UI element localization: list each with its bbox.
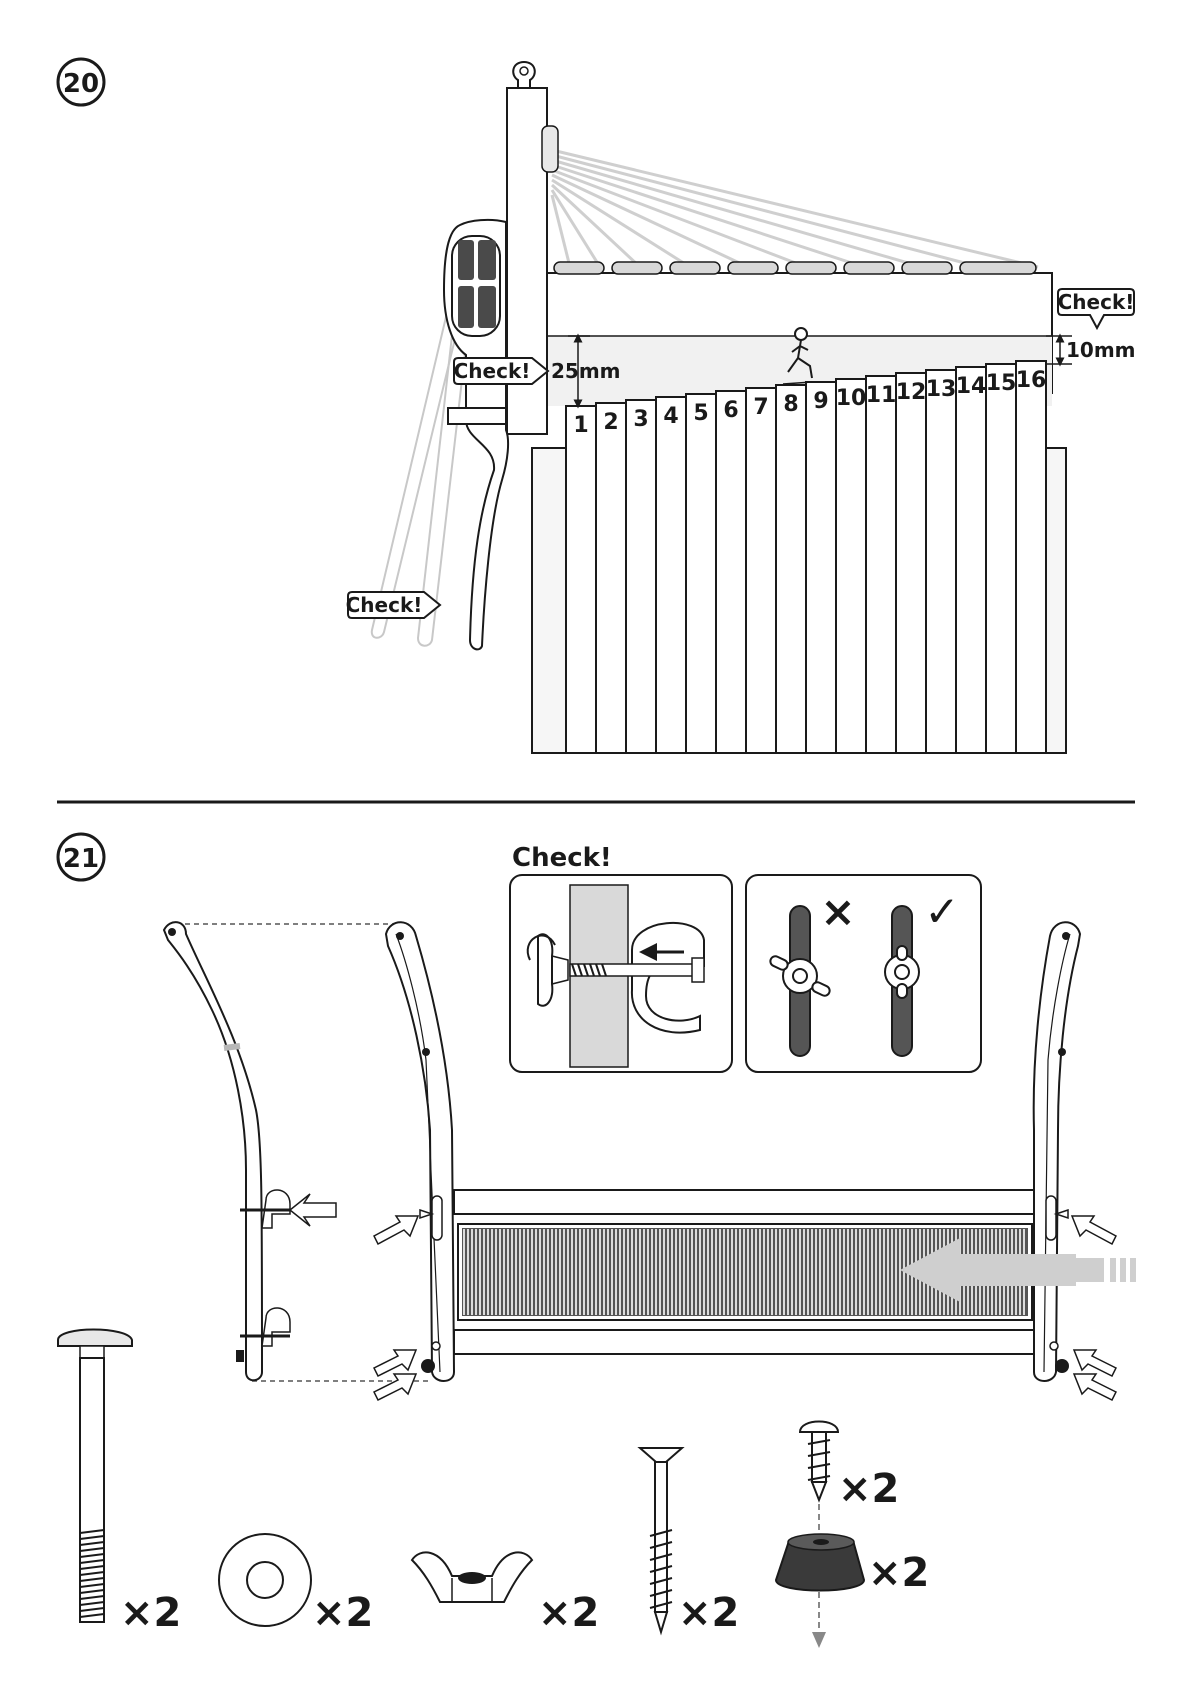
svg-text:Check!: Check! — [1058, 290, 1135, 314]
check-callout-top-right: Check! — [1058, 289, 1135, 328]
svg-text:Check!: Check! — [454, 359, 531, 383]
slat-number: 11 — [866, 383, 897, 408]
part-quantity: ×2 — [120, 1590, 181, 1636]
slat-number: 15 — [986, 371, 1017, 396]
slat-number: 1 — [573, 413, 588, 438]
svg-text:20: 20 — [63, 69, 99, 99]
slat-number: 16 — [1016, 368, 1047, 393]
pan-head-screw-icon — [800, 1422, 838, 1541]
inset-wingnut-orientation: × ✓ — [746, 875, 981, 1072]
gap-10mm-dimension: 10mm — [1046, 336, 1136, 364]
slat-number: 12 — [896, 380, 927, 405]
side-upright-detail — [164, 922, 432, 1381]
slat-number: 9 — [813, 389, 828, 414]
step-20: 20 — [58, 59, 1136, 753]
slat-number: 13 — [926, 377, 957, 402]
step-number-badge: 20 — [58, 59, 104, 105]
slat-number: 8 — [783, 392, 798, 417]
svg-text:21: 21 — [63, 844, 99, 874]
check-callout-25mm: Check! — [454, 358, 548, 384]
check-callout-lever: Check! — [346, 592, 440, 618]
part-quantity: ×2 — [538, 1590, 599, 1636]
part-quantity: ×2 — [868, 1550, 929, 1596]
svg-text:10mm: 10mm — [1066, 338, 1136, 362]
rubber-foot-icon — [776, 1534, 864, 1648]
svg-text:25mm: 25mm — [551, 359, 621, 383]
washer-icon — [219, 1534, 311, 1626]
parts-list: ×2 ×2 ×2 ×2 — [58, 1330, 929, 1649]
wrong-mark-icon: × — [820, 887, 855, 936]
carriage-bolt-icon — [58, 1330, 132, 1623]
slat-number: 6 — [723, 398, 738, 423]
slat-number: 14 — [956, 374, 987, 399]
wing-nut-icon — [412, 1552, 532, 1602]
slat-number: 10 — [836, 386, 867, 411]
wood-screw-icon — [640, 1448, 682, 1632]
slat-number: 2 — [603, 410, 618, 435]
slat-number: 4 — [663, 404, 678, 429]
check-heading: Check! — [512, 843, 612, 873]
svg-text:Check!: Check! — [346, 593, 423, 617]
part-quantity: ×2 — [678, 1590, 739, 1636]
inset-bolt-detail — [510, 875, 732, 1072]
slat-number: 3 — [633, 407, 648, 432]
part-quantity: ×2 — [312, 1590, 373, 1636]
slat-number: 5 — [693, 401, 708, 426]
step-number-badge: 21 — [58, 834, 104, 880]
slat-number: 7 — [753, 395, 768, 420]
check-mark-icon: ✓ — [924, 887, 959, 936]
part-quantity: ×2 — [838, 1466, 899, 1512]
step-21: 21 Check! — [58, 834, 1136, 1648]
